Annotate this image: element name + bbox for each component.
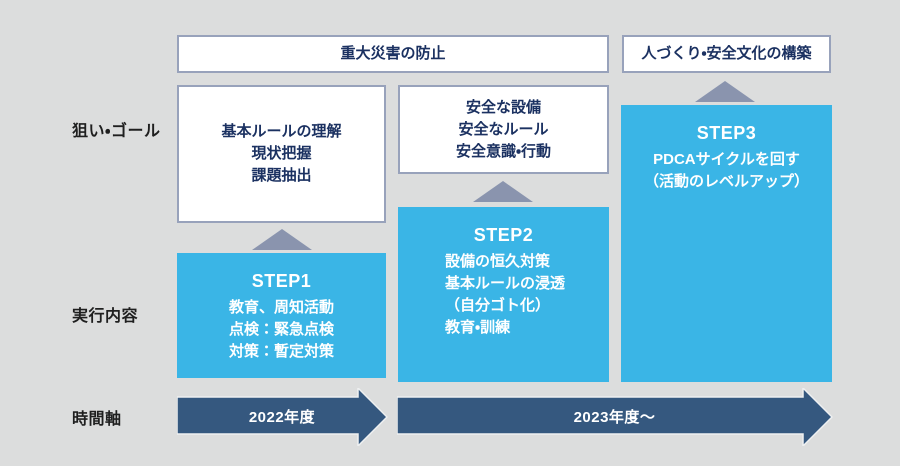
goal-banner-disaster-prevention: 重大災害の防止 (177, 35, 609, 73)
up-arrow-icon (695, 81, 755, 102)
timeline-label-2022: 2022年度 (248, 408, 316, 426)
step-line: 教育、周知活動 (228, 299, 334, 316)
up-arrow-icon (252, 229, 312, 250)
goal-banner-text: 重大災害の防止 (340, 45, 446, 62)
row-label-goal: 狙い・ゴール (72, 123, 161, 140)
goal-banner-text: 人づくり・安全文化の構築 (641, 45, 812, 62)
right-arrow-icon (177, 388, 388, 446)
step2-box: STEP2 設備の恒久対策 基本ルールの浸透 （自分ゴト化） 教育・訓練 (398, 207, 609, 382)
up-arrow-icon (473, 181, 533, 202)
row-label-timeline: 時間軸 (72, 411, 122, 428)
step-lines: 設備の恒久対策 基本ルールの浸透 （自分ゴト化） 教育・訓練 (398, 251, 609, 339)
step-title: STEP2 (473, 225, 534, 245)
right-arrow-shape (177, 388, 388, 446)
step-line: 点検：緊急点検 (228, 321, 334, 338)
step3-box: STEP3 PDCAサイクルを回す （活動のレベルアップ） (621, 105, 832, 382)
goal-box-step2: 安全な設備 安全なルール 安全意識・行動 (398, 85, 609, 174)
step-line: 教育・訓練 (445, 319, 511, 336)
step-lines: PDCAサイクルを回す （活動のレベルアップ） (621, 149, 832, 193)
step-line: 基本ルールの浸透 (445, 275, 566, 292)
right-arrow-shape (397, 388, 833, 446)
step-title: STEP3 (696, 123, 757, 143)
step-title: STEP1 (251, 271, 312, 291)
step-line: 対策：暫定対策 (228, 343, 334, 360)
goal-line: 安全な設備 (465, 98, 541, 116)
step-line: 設備の恒久対策 (445, 253, 551, 270)
timeline-label-2023: 2023年度〜 (573, 408, 656, 426)
goal-box-step1: 基本ルールの理解 現状把握 課題抽出 (177, 85, 386, 223)
goal-line: 基本ルールの理解 (221, 123, 342, 140)
goal-line: 安全意識・行動 (455, 142, 552, 160)
right-arrow-icon (397, 388, 833, 446)
row-label-execution: 実行内容 (72, 308, 139, 325)
step-lines: 教育、周知活動 点検：緊急点検 対策：暫定対策 (177, 297, 386, 363)
step-line: PDCAサイクルを回す (653, 151, 800, 168)
goal-banner-safety-culture: 人づくり・安全文化の構築 (622, 35, 831, 73)
step-line: （自分ゴト化） (445, 297, 551, 314)
goal-line: 課題抽出 (251, 167, 312, 184)
step1-box: STEP1 教育、周知活動 点検：緊急点検 対策：暫定対策 (177, 253, 386, 378)
goal-line: 現状把握 (251, 145, 312, 162)
step-line: （活動のレベルアップ） (643, 173, 809, 190)
goal-line: 安全なルール (458, 120, 549, 138)
